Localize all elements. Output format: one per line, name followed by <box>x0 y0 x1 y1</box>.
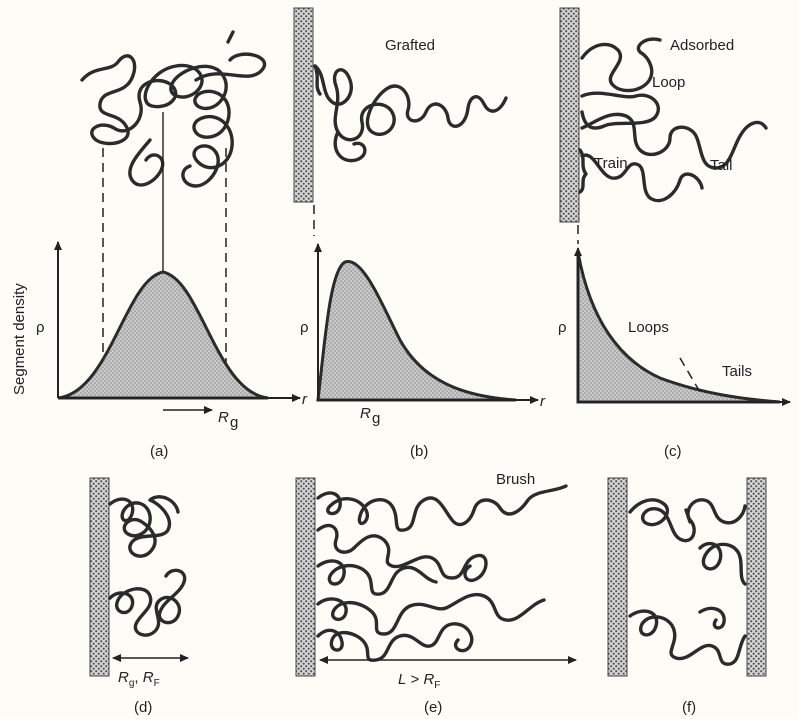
wall-f-right <box>746 477 767 677</box>
bridge-chain-upper-2 <box>698 541 747 586</box>
caption-c: (c) <box>664 443 682 460</box>
tails-label: Tails <box>722 363 752 380</box>
loops-tails-dash <box>679 357 701 393</box>
brush-chain-4 <box>316 592 546 636</box>
density-curve-b <box>316 260 517 402</box>
rg-sub-a: g <box>230 414 238 431</box>
rg-sub-b: g <box>372 410 380 427</box>
rho-label-b: ρ <box>300 319 309 336</box>
panel-f: (f) <box>607 477 767 716</box>
free-coil-chain-2 <box>128 52 267 187</box>
panel-e: Brush L > RF (e) <box>295 471 577 716</box>
loops-label: Loops <box>628 319 669 336</box>
grafted-chain <box>313 64 508 142</box>
caption-f: (f) <box>682 699 696 716</box>
tail-label: Tail <box>710 157 733 174</box>
caption-e: (e) <box>424 699 442 716</box>
free-coil-end <box>226 30 235 44</box>
panel-d: Rg, RF (d) <box>89 477 189 716</box>
wall-e <box>295 477 316 677</box>
adsorbed-chain-bottom <box>580 153 704 203</box>
rg-label-b: R <box>360 405 371 422</box>
wall-c <box>559 7 580 223</box>
adsorbed-chain-top <box>580 37 662 93</box>
rho-label-a: ρ <box>36 319 45 336</box>
bridge-chain-upper <box>628 498 747 543</box>
panel-a: Segment density ρ r R g (a) <box>11 30 308 460</box>
brush-chain-1 <box>316 484 568 532</box>
brush-chain-5 <box>316 622 474 662</box>
mushroom-chain-lower <box>108 568 187 637</box>
brush-chain-2 <box>316 523 488 583</box>
segment-density-label: Segment density <box>11 283 28 395</box>
train-segment <box>578 148 588 194</box>
grafted-chain-anchor <box>313 64 322 96</box>
wall-f-left <box>607 477 628 677</box>
panel-b: Grafted ρ r R g (b) <box>293 7 546 460</box>
wall-d <box>89 477 110 677</box>
panel-c: Adsorbed Loop Train Tail ρ Loops Tails (… <box>558 7 791 460</box>
bridge-chain-end <box>684 508 692 524</box>
wall-b <box>293 7 314 203</box>
brush-label: Brush <box>496 471 535 488</box>
train-label: Train <box>594 155 628 172</box>
caption-d: (d) <box>134 699 152 716</box>
caption-b: (b) <box>410 443 428 460</box>
adsorbed-chain-mid <box>580 112 768 170</box>
mushroom-chain-upper <box>108 495 180 558</box>
free-coil-chain <box>80 54 234 188</box>
r-axis-label-a: r <box>302 391 308 408</box>
adsorbed-label: Adsorbed <box>670 37 734 54</box>
bridge-chain-lower <box>628 609 747 666</box>
brush-chain-3 <box>316 559 438 596</box>
r-axis-label-b: r <box>540 393 546 410</box>
loop-label: Loop <box>652 74 685 91</box>
rho-label-c: ρ <box>558 319 567 336</box>
density-curve-c <box>576 251 781 404</box>
adsorbed-chain-loop <box>580 91 660 130</box>
dim-label-d: Rg, RF <box>118 669 160 689</box>
grafted-chain-loop <box>333 130 367 163</box>
grafted-label: Grafted <box>385 37 435 54</box>
density-curve-a <box>57 270 269 400</box>
caption-a: (a) <box>150 443 168 460</box>
bridge-chain-lower-2 <box>698 606 726 630</box>
rg-label-a: R <box>218 409 229 426</box>
dim-label-e: L > RF <box>398 671 440 691</box>
